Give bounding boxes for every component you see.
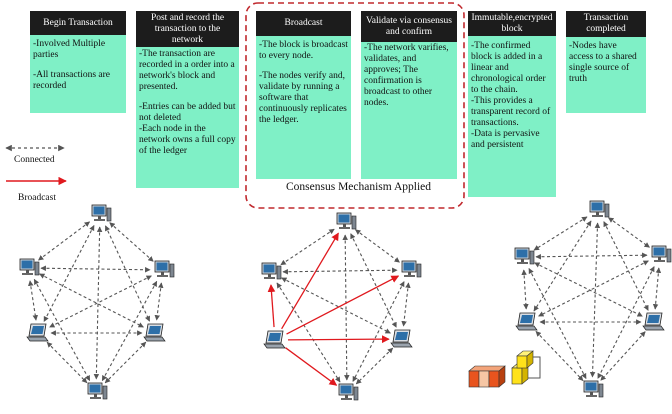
- step-text: -The network varifies, validates, and ap…: [364, 43, 449, 108]
- broadcast-arrow: [281, 232, 339, 330]
- connection-line: [401, 282, 411, 327]
- broadcast-arrow: [286, 275, 400, 335]
- connection-line: [104, 341, 147, 384]
- connection-line: [652, 267, 662, 310]
- consensus-mechanism-label: Consensus Mechanism Applied: [286, 181, 432, 193]
- connection-line: [342, 234, 350, 381]
- broadcast-arrow: [267, 284, 276, 328]
- computer-icon: [401, 260, 422, 278]
- computer-icon: [91, 204, 112, 222]
- connection-line: [154, 282, 164, 321]
- connection-line: [280, 228, 335, 266]
- step-text: -Each node in the network owns a full co…: [139, 124, 236, 156]
- connection-line: [535, 252, 648, 260]
- connection-line: [535, 330, 584, 382]
- step-post-record: Post and record the transaction to the n…: [136, 11, 239, 188]
- step-body: -Involved Multiple parties -All transact…: [33, 39, 123, 92]
- step-text: -All transactions are recorded: [33, 70, 111, 91]
- step-text: -Entries can be added but not deleted: [139, 102, 236, 123]
- step-body: -The confirmed block is added in a linea…: [471, 41, 553, 151]
- laptop-icon: [26, 323, 49, 342]
- step-title: Begin Transaction: [30, 11, 126, 35]
- connection-line: [43, 225, 95, 322]
- connection-line: [355, 229, 400, 263]
- step-text: -Data is pervasive and persistent: [471, 129, 540, 150]
- step-validate-consensus: Validate via consensus and confirm -The …: [361, 11, 457, 179]
- computer-icon: [261, 262, 282, 280]
- laptop-icon: [515, 312, 538, 331]
- laptop-icon: [143, 323, 166, 342]
- computer-icon: [583, 380, 604, 398]
- step-title: Post and record the transaction to the n…: [136, 11, 239, 47]
- legend-connected-label: Connected: [14, 155, 55, 165]
- connection-line: [40, 265, 151, 273]
- computer-icon: [154, 260, 175, 278]
- connection-line: [352, 281, 405, 382]
- connection-line: [93, 226, 103, 380]
- step-body: -Nodes have access to a shared single so…: [569, 41, 643, 85]
- connection-line: [528, 268, 587, 379]
- legend-broadcast-label: Broadcast: [18, 193, 56, 203]
- computer-icon: [589, 200, 610, 218]
- connection-line: [281, 277, 391, 334]
- broadcast-arrow: [285, 347, 338, 386]
- step-title: Transaction completed: [566, 11, 646, 37]
- computer-icon: [514, 247, 535, 265]
- step-title: Immutable,encrypted block: [468, 11, 556, 36]
- step-body: -The network varifies, validates, and ap…: [364, 43, 454, 109]
- laptop-icon: [263, 330, 286, 349]
- computer-icon: [336, 212, 357, 230]
- connection-line: [46, 341, 88, 384]
- connection-line: [276, 282, 341, 383]
- computer-icon: [19, 258, 40, 276]
- connection-line: [28, 280, 38, 321]
- consensus-frame: [245, 2, 465, 209]
- computer-icon: [338, 383, 359, 401]
- broadcast-arrow: [287, 335, 390, 344]
- connection-line: [109, 222, 154, 262]
- computer-icon: [651, 245, 672, 263]
- step-text: -Involved Multiple parties: [33, 39, 106, 60]
- step-text: -The block is broadcast to every node.: [259, 40, 348, 61]
- step-immutable-block: Immutable,encrypted block -The confirmed…: [468, 11, 556, 197]
- laptop-icon: [390, 329, 413, 348]
- step-text: -Nodes have access to a shared single so…: [569, 41, 637, 84]
- connection-line: [355, 347, 394, 385]
- step-transaction-completed: Transaction completed -Nodes have access…: [566, 11, 646, 113]
- step-text: -The confirmed block is added in a linea…: [471, 41, 546, 95]
- connection-line: [533, 220, 592, 312]
- connection-line: [589, 222, 601, 378]
- connection-line: [49, 275, 152, 328]
- connection-line: [37, 221, 91, 261]
- step-title: Broadcast: [256, 11, 351, 36]
- laptop-icon: [642, 312, 665, 331]
- step-text: -This provides a transparent record of t…: [471, 96, 551, 128]
- step-begin-transaction: Begin Transaction -Involved Multiple par…: [30, 11, 126, 113]
- blockchain-blocks-icon: [468, 350, 541, 388]
- step-body: -The block is broadcast to every node. -…: [259, 40, 348, 126]
- step-text: -The transaction are recorded in a order…: [139, 49, 235, 92]
- connection-line: [600, 331, 646, 381]
- connection-line: [282, 267, 398, 275]
- step-body: -The transaction are recorded in a order…: [139, 49, 236, 157]
- connection-line: [603, 221, 649, 311]
- computer-icon: [87, 382, 108, 400]
- step-text: -The nodes verify and, validate by runni…: [259, 71, 347, 125]
- connection-line: [533, 216, 588, 251]
- connection-line: [104, 225, 151, 322]
- connection-line: [538, 260, 649, 317]
- step-title: Validate via consensus and confirm: [361, 11, 457, 42]
- connection-line: [534, 262, 643, 317]
- connection-line: [521, 269, 529, 310]
- step-broadcast: Broadcast -The block is broadcast to eve…: [256, 11, 351, 179]
